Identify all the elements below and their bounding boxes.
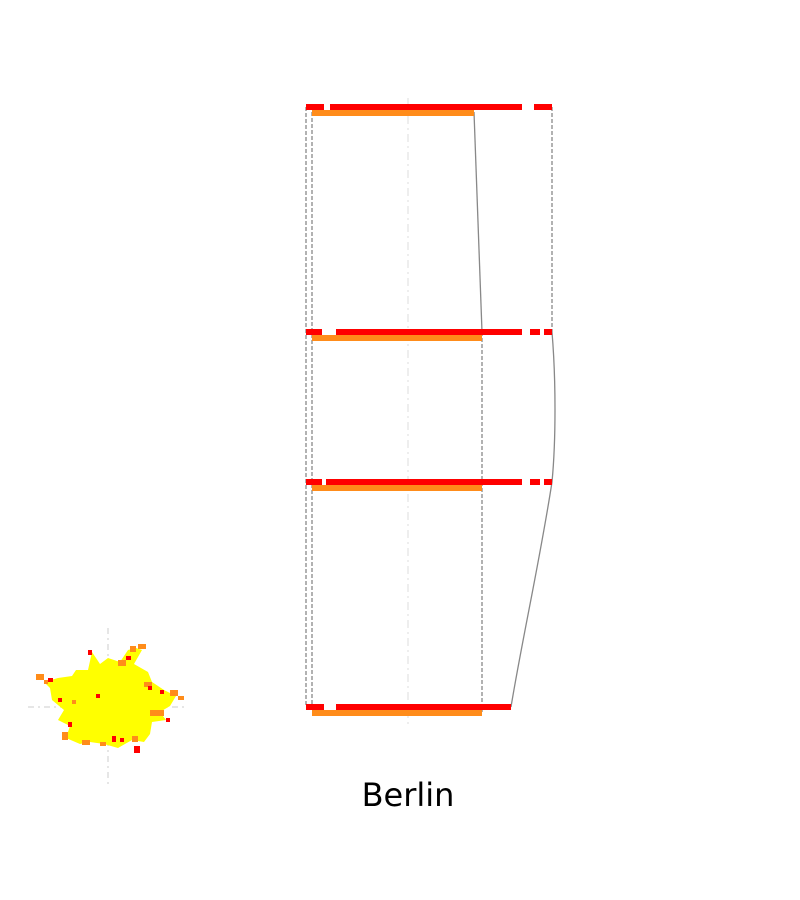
level-2-inner-bar xyxy=(312,335,482,341)
level-3-outer-bar-segment xyxy=(544,479,552,485)
level-4-outer-bar-segment xyxy=(336,704,511,710)
level-4-bars xyxy=(306,704,511,716)
outer-profile-curve xyxy=(510,331,556,708)
level-1-inner-bar xyxy=(312,110,474,116)
level-1-outer-bar-segment xyxy=(534,104,552,110)
level-1-outer-bar-segment xyxy=(330,104,522,110)
level-3-bars xyxy=(306,479,552,491)
city-map-thumbnail xyxy=(28,628,188,788)
map-boundary-fragments xyxy=(36,644,184,746)
level-2-bars xyxy=(306,329,552,341)
level-2-outer-bar-segment xyxy=(544,329,552,335)
map-core-shape xyxy=(44,648,176,748)
level-3-outer-bar-segment xyxy=(306,479,322,485)
city-name-label: Berlin xyxy=(361,776,455,814)
level-3-inner-bar xyxy=(312,485,482,491)
level-2-outer-bar-segment xyxy=(306,329,322,335)
level-3-outer-bar-segment xyxy=(326,479,522,485)
frame-guides xyxy=(305,107,553,712)
level-1-bars xyxy=(306,104,552,116)
level-4-inner-bar xyxy=(312,710,482,716)
level-1-outer-bar-segment xyxy=(306,104,324,110)
level-2-outer-bar-segment xyxy=(530,329,540,335)
profile-curves xyxy=(473,111,556,708)
level-2-outer-bar-segment xyxy=(336,329,522,335)
map-outer-fragments xyxy=(48,650,170,753)
inner-profile-curve xyxy=(473,111,483,333)
level-4-outer-bar-segment xyxy=(306,704,324,710)
level-3-outer-bar-segment xyxy=(530,479,540,485)
